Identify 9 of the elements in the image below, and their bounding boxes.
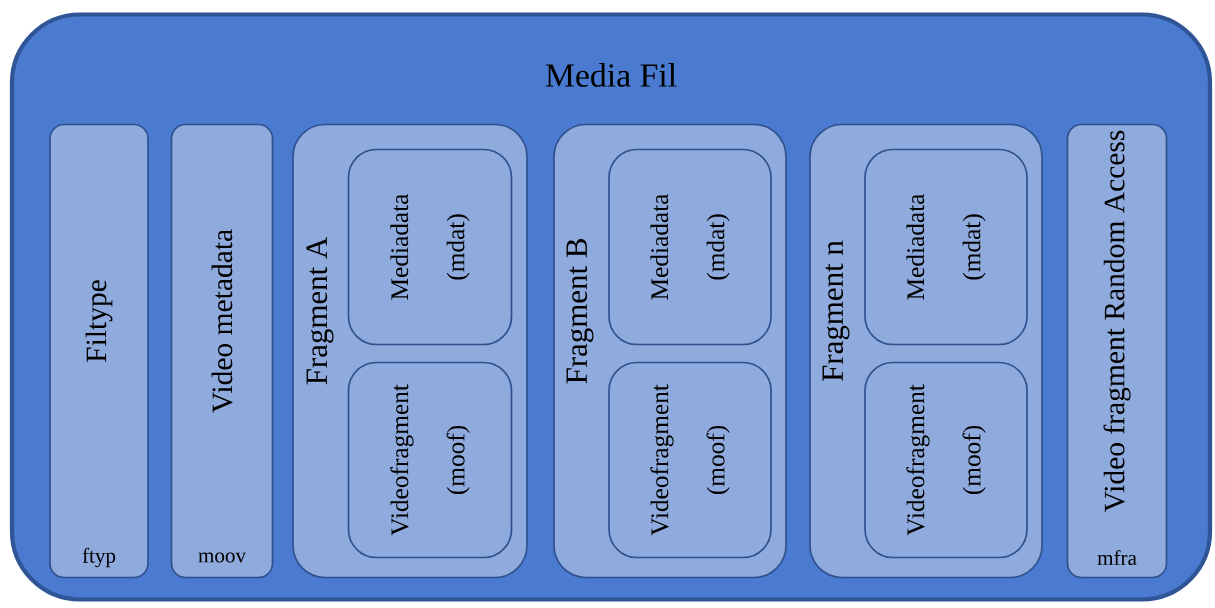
box-column: Filtype ftyp	[49, 123, 149, 579]
inner-box: Videofragment (moof)	[347, 361, 513, 559]
inner-box: Videofragment (moof)	[608, 361, 772, 559]
inner-box: Mediadata (mdat)	[608, 148, 772, 346]
inner-box: Mediadata (mdat)	[864, 148, 1028, 346]
box-column: Video metadata moov	[170, 123, 274, 579]
inner-box: Mediadata (mdat)	[347, 148, 513, 346]
box-column: Video fragment Random Access mfra	[1066, 123, 1168, 579]
inner-box: Videofragment (moof)	[864, 361, 1028, 559]
